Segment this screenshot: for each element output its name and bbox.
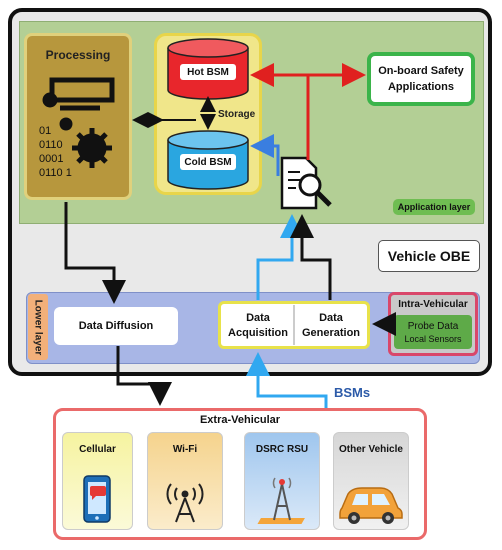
vehicle-obe-label: Vehicle OBE (378, 240, 480, 272)
phone-icon (83, 475, 111, 523)
extra-vehicular-title: Extra-Vehicular (199, 414, 281, 426)
rsu-tower-icon (257, 477, 305, 524)
lower-layer-label-box: Lower layer (28, 294, 48, 360)
document-search-icon (280, 156, 332, 210)
card-label-dsrc: DSRC RSU (255, 443, 309, 455)
safety-line2: Applications (387, 81, 454, 93)
safety-line1: On-board Safety (378, 65, 464, 77)
black-arrow-generation-up (290, 214, 332, 300)
application-layer-label: Application layer (393, 199, 475, 215)
cyan-arrow-acquisition-up (256, 214, 304, 300)
local-sensors-label: Local Sensors (404, 333, 462, 344)
binary-line: 01 (39, 125, 52, 137)
binary-text: 01 0110 0001 0110 1 (39, 124, 99, 180)
data-diffusion-box: Data Diffusion (54, 307, 178, 345)
card-label-cellular: Cellular (79, 443, 116, 455)
storage-label: Storage (218, 109, 256, 120)
binary-line: 0001 (39, 153, 64, 165)
binary-line: 0110 (39, 139, 63, 151)
data-acquisition-line1: Data (246, 311, 270, 324)
processing-title: Processing (45, 48, 111, 62)
arrow-processing-to-diffusion (64, 202, 126, 304)
data-generation-box: Data Generation (296, 305, 366, 345)
cold-bsm-label: Cold BSM (180, 154, 236, 170)
binary-line: 0110 1 (39, 167, 72, 179)
hot-bsm-label: Hot BSM (180, 64, 236, 80)
card-label-other-vehicle: Other Vehicle (339, 443, 403, 455)
data-acquisition-box: Data Acquisition (223, 305, 295, 345)
car-icon (339, 487, 403, 524)
card-label-wifi: Wi-Fi (172, 443, 198, 455)
processing-box (24, 33, 132, 200)
bsms-arrow (246, 352, 328, 408)
arrow-diffusion-to-extra (116, 346, 172, 406)
data-acquisition-line2: Acquisition (228, 326, 288, 339)
wifi-tower-icon (166, 483, 204, 523)
probe-data-label: Probe Data (407, 320, 459, 332)
blue-arrow-to-cold (250, 134, 280, 176)
probe-data-box: Probe Data Local Sensors (394, 315, 472, 349)
safety-applications-box: On-board Safety Applications (367, 52, 475, 106)
processing-gears-icon (42, 77, 115, 168)
bsms-label: BSMs (334, 385, 371, 400)
intra-vehicular-title: Intra-Vehicular (398, 298, 468, 310)
data-generation-line1: Data (319, 311, 343, 324)
data-generation-line2: Generation (301, 326, 361, 339)
